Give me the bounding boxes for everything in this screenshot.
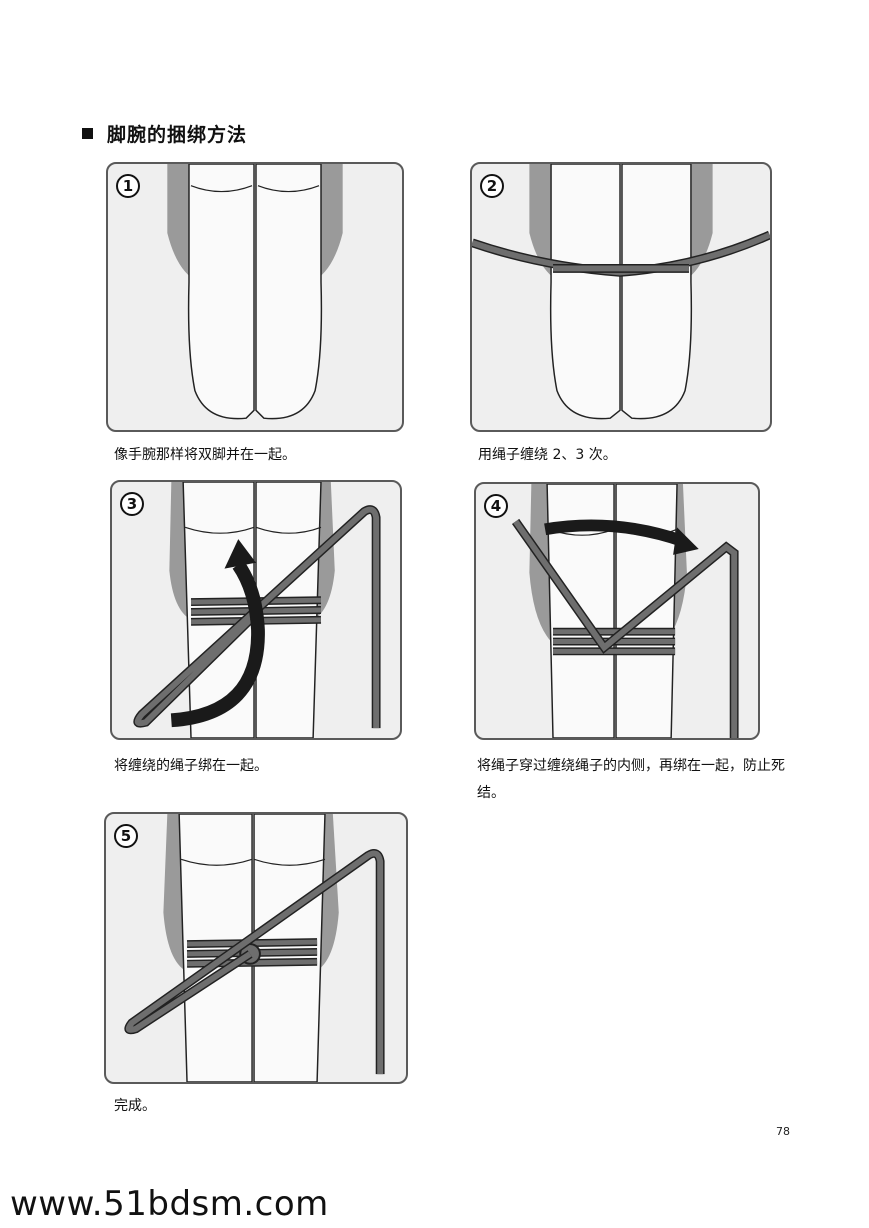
- heading-text: 脚腕的捆绑方法: [107, 124, 248, 146]
- step-5-number: 5: [114, 824, 138, 848]
- step-4-illustration: 4: [474, 482, 760, 740]
- thread-through-drawing: [511, 484, 739, 738]
- section-heading: 脚腕的捆绑方法: [82, 120, 247, 147]
- step-1-number: 1: [116, 174, 140, 198]
- step-2-illustration: 2: [470, 162, 772, 432]
- page-number: 78: [776, 1125, 790, 1138]
- step-4-caption: 将绳子穿过缠绕绳子的内侧，再绑在一起，防止死结。: [477, 758, 785, 801]
- step-3-caption: 将缠绕的绳子绑在一起。: [114, 758, 268, 774]
- finished-tie-drawing: [124, 814, 385, 1082]
- step-1-illustration: 1: [106, 162, 404, 432]
- step-3-illustration: 3: [110, 480, 402, 740]
- step-5-illustration: 5: [104, 812, 408, 1084]
- step-2-number: 2: [480, 174, 504, 198]
- rope-wrapped-drawing: [472, 164, 770, 420]
- step-1-caption: 像手腕那样将双脚并在一起。: [114, 447, 296, 463]
- square-bullet-icon: [82, 128, 93, 139]
- step-3-number: 3: [120, 492, 144, 516]
- step-4-number: 4: [484, 494, 508, 518]
- watermark: www.51bdsm.com: [10, 1184, 329, 1224]
- step-2-caption: 用绳子缠绕 2、3 次。: [478, 447, 617, 463]
- feet-together-drawing: [167, 164, 343, 420]
- step-5-caption: 完成。: [114, 1098, 156, 1114]
- tie-wraps-drawing: [133, 482, 381, 738]
